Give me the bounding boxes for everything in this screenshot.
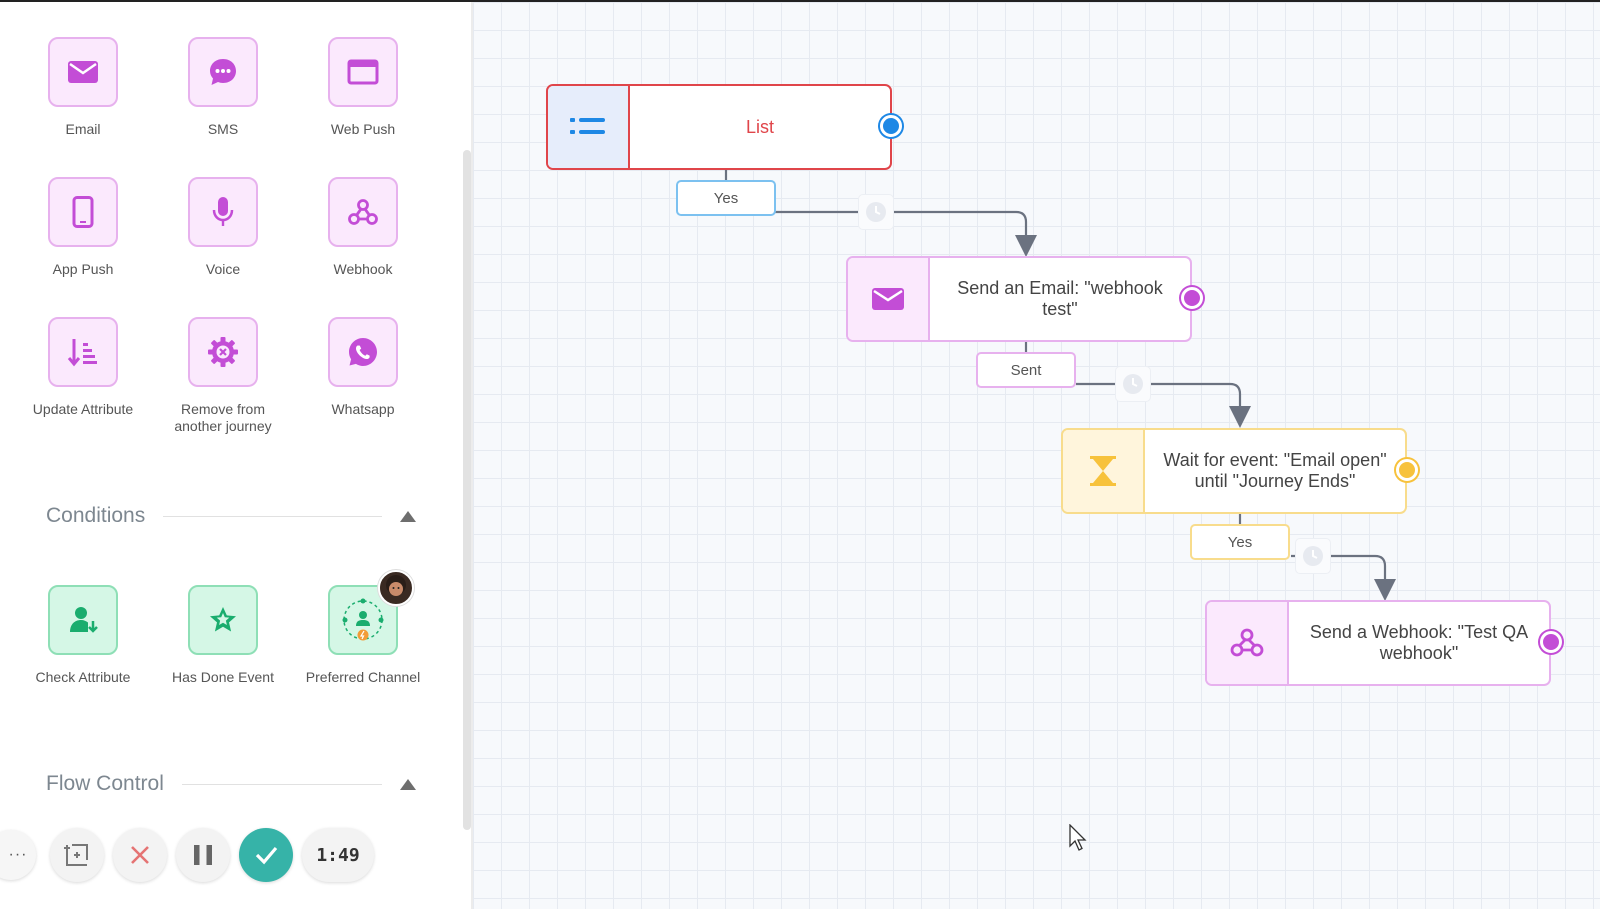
journey-canvas[interactable]: List Yes Send an Email: "webhook test" S… — [473, 2, 1600, 909]
webhook-output-port[interactable] — [1540, 631, 1562, 653]
palette-item-label: Web Push — [330, 121, 396, 137]
node-send-webhook[interactable]: Send a Webhook: "Test QA webhook" — [1205, 600, 1551, 686]
pause-icon — [194, 845, 212, 865]
close-icon — [131, 846, 149, 864]
crop-add-icon — [64, 844, 88, 866]
palette-item-has-done-event[interactable]: Has Done Event — [158, 585, 288, 686]
palette-item-email[interactable]: Email — [18, 37, 148, 138]
palette-item-app-push[interactable]: App Push — [18, 177, 148, 278]
section-title: Conditions — [46, 504, 146, 527]
branch-label-sent[interactable]: Sent — [976, 352, 1076, 388]
palette-item-label: SMS — [207, 121, 239, 137]
more-options-button[interactable]: ··· — [0, 830, 36, 880]
gear-remove-icon — [188, 317, 258, 387]
palette-item-label: Whatsapp — [331, 401, 395, 417]
connector-lines — [724, 170, 1396, 601]
pause-button[interactable] — [176, 828, 230, 882]
palette-item-whatsapp[interactable]: Whatsapp — [298, 317, 428, 418]
delay-clock-icon[interactable] — [1295, 538, 1331, 574]
palette-item-label: Has Done Event — [172, 669, 274, 685]
branch-label-yes[interactable]: Yes — [676, 180, 776, 216]
capture-region-button[interactable] — [50, 828, 104, 882]
node-label: Wait for event: "Email open" until "Jour… — [1163, 450, 1387, 491]
star-icon — [188, 585, 258, 655]
webhook-icon — [328, 177, 398, 247]
envelope-icon — [48, 37, 118, 107]
list-output-port[interactable] — [880, 115, 902, 137]
palette-item-label: App Push — [52, 261, 114, 277]
timer-label: 1:49 — [316, 844, 360, 866]
section-divider — [181, 783, 382, 785]
node-wait-for-event[interactable]: Wait for event: "Email open" until "Jour… — [1061, 428, 1407, 514]
palette-item-label: Voice — [205, 261, 241, 277]
whatsapp-icon — [328, 317, 398, 387]
browser-window-icon — [328, 37, 398, 107]
section-title: Flow Control — [46, 772, 164, 795]
list-icon — [548, 86, 630, 168]
node-label: Send an Email: "webhook test" — [957, 278, 1163, 319]
palette-item-label: Email — [65, 121, 101, 137]
microphone-icon — [188, 177, 258, 247]
mobile-phone-icon — [48, 177, 118, 247]
palette-item-check-attribute[interactable]: Check Attribute — [18, 585, 148, 686]
sidebar-palette: Email SMS Web Push App Push Voice Webhoo… — [0, 2, 463, 909]
collapse-caret-icon[interactable] — [400, 510, 416, 522]
email-output-port[interactable] — [1181, 287, 1203, 309]
hourglass-icon — [1063, 430, 1145, 512]
discard-button[interactable] — [113, 828, 167, 882]
palette-item-sms[interactable]: SMS — [158, 37, 288, 138]
flow-control-section-header[interactable]: Flow Control — [46, 769, 416, 799]
panel-divider — [471, 2, 473, 909]
palette-item-webhook[interactable]: Webhook — [298, 177, 428, 278]
delay-clock-icon[interactable] — [1115, 366, 1151, 402]
checkmark-icon — [255, 846, 278, 865]
envelope-icon — [848, 258, 930, 340]
palette-item-remove-from-journey[interactable]: Remove from another journey — [158, 317, 288, 435]
palette-item-label: Check Attribute — [35, 669, 131, 685]
node-send-email[interactable]: Send an Email: "webhook test" — [846, 256, 1192, 342]
finish-recording-button[interactable] — [239, 828, 293, 882]
sidebar-scrollbar[interactable] — [463, 150, 471, 830]
wait-output-port[interactable] — [1396, 459, 1418, 481]
palette-item-label: Remove from another journey — [174, 401, 272, 434]
top-border — [0, 0, 1600, 2]
palette-item-label: Update Attribute — [32, 401, 134, 417]
chat-bubble-icon — [188, 37, 258, 107]
node-label: List — [745, 116, 774, 137]
mouse-cursor-icon — [1069, 824, 1087, 851]
user-avatar — [378, 570, 414, 606]
more-label: ··· — [8, 846, 28, 863]
collapse-caret-icon[interactable] — [400, 778, 416, 790]
node-list[interactable]: List — [546, 84, 892, 170]
palette-item-preferred-channel[interactable]: Preferred Channel — [298, 585, 428, 686]
delay-clock-icon[interactable] — [858, 194, 894, 230]
screen-recorder-toolbar: ··· 1:49 — [0, 828, 400, 884]
palette-item-label: Preferred Channel — [305, 669, 421, 685]
webhook-icon — [1207, 602, 1289, 684]
palette-item-update-attribute[interactable]: Update Attribute — [18, 317, 148, 418]
palette-item-web-push[interactable]: Web Push — [298, 37, 428, 138]
recording-timer: 1:49 — [302, 828, 374, 882]
sort-attribute-icon — [48, 317, 118, 387]
section-divider — [163, 515, 382, 517]
user-attribute-icon — [48, 585, 118, 655]
conditions-section-header[interactable]: Conditions — [46, 501, 416, 531]
branch-label-yes[interactable]: Yes — [1190, 524, 1290, 560]
node-label: Send a Webhook: "Test QA webhook" — [1309, 622, 1529, 663]
palette-item-voice[interactable]: Voice — [158, 177, 288, 278]
palette-item-label: Webhook — [333, 261, 393, 277]
